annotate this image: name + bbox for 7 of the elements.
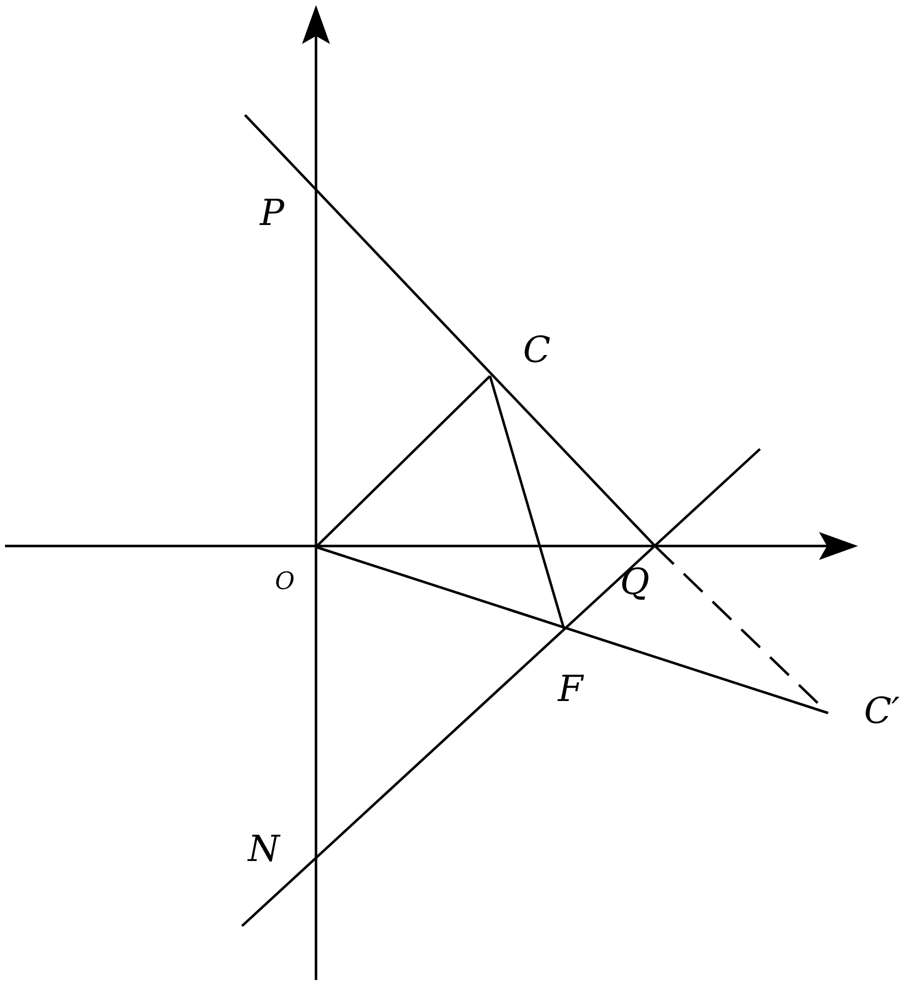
point-label: F <box>558 672 583 708</box>
point-label: Q <box>620 565 650 601</box>
point-label: N <box>248 832 280 868</box>
point-label: O <box>275 569 295 593</box>
point-label: C <box>523 333 551 369</box>
point-label: P <box>260 196 284 232</box>
point-label: C′ <box>864 694 900 730</box>
